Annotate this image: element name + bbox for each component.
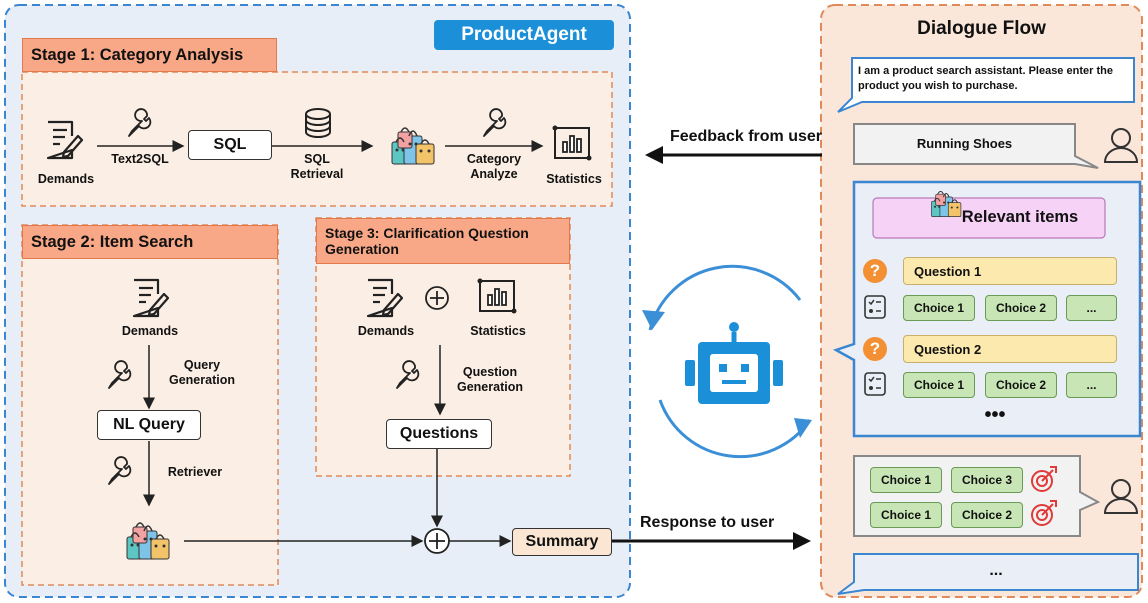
more-items-label: ••• [984,404,1006,426]
user-choice-1a: Choice 1 [870,467,942,493]
user-bubble [853,123,1099,169]
merge-plus-icon [424,528,450,554]
question-mark-icon-1: ? [863,259,887,283]
stage1-title: Stage 1: Category Analysis [22,38,277,72]
question1-box: Question 1 [903,257,1117,285]
summary-box: Summary [512,528,612,556]
questions-box: Questions [386,419,492,449]
stage1-statistics-label: Statistics [546,172,602,186]
user-choice-2a: Choice 1 [870,502,942,528]
text2sql-label: Text2SQL [111,152,169,166]
stage3-title: Stage 3: Clarification Question Generati… [316,218,570,264]
final-bubble [837,553,1139,595]
assistant-message: I am a product search assistant. Please … [858,65,1113,92]
choice-row2-1[interactable]: Choice 1 [903,372,975,398]
sql-box: SQL [188,130,272,160]
choice-row1-2[interactable]: Choice 2 [985,295,1057,321]
dialogue-title: Dialogue Flow [917,18,1046,39]
query-generation-label: Query Generation [169,358,235,387]
stage2-demands-label: Demands [121,324,179,338]
question-generation-label: Question Generation [457,365,523,394]
response-label: Response to user [640,514,775,531]
stage2-title: Stage 2: Item Search [22,225,278,259]
user-choice-1b: Choice 3 [951,467,1023,493]
choice-row2-2[interactable]: Choice 2 [985,372,1057,398]
stage1-panel [21,71,613,207]
retriever-label: Retriever [167,465,223,479]
category-analyze-label: Category Analyze [466,152,522,181]
final-message: ... [989,562,1003,579]
relevant-items-label: Relevant items [961,208,1079,226]
question2-box: Question 2 [903,335,1117,363]
nl-query-box: NL Query [97,410,201,440]
stage3-demands-label: Demands [357,324,415,338]
database-icon [305,108,331,138]
sql-retrieval-label: SQL Retrieval [290,152,344,181]
stage3-statistics-label: Statistics [470,324,526,338]
agent-title: ProductAgent [434,20,614,50]
user-message: Running Shoes [916,136,1013,151]
assistant-bubble [837,57,1135,113]
stage3-plus-icon [425,286,449,310]
question-mark-icon-2: ? [863,337,887,361]
user-choice-2b: Choice 2 [951,502,1023,528]
stage1-demands-label: Demands [37,172,95,186]
feedback-label: Feedback from user [669,128,822,145]
choice-row1-3[interactable]: ... [1066,295,1117,321]
robot-icon [685,322,783,404]
choice-row1-1[interactable]: Choice 1 [903,295,975,321]
choice-row2-3[interactable]: ... [1066,372,1117,398]
